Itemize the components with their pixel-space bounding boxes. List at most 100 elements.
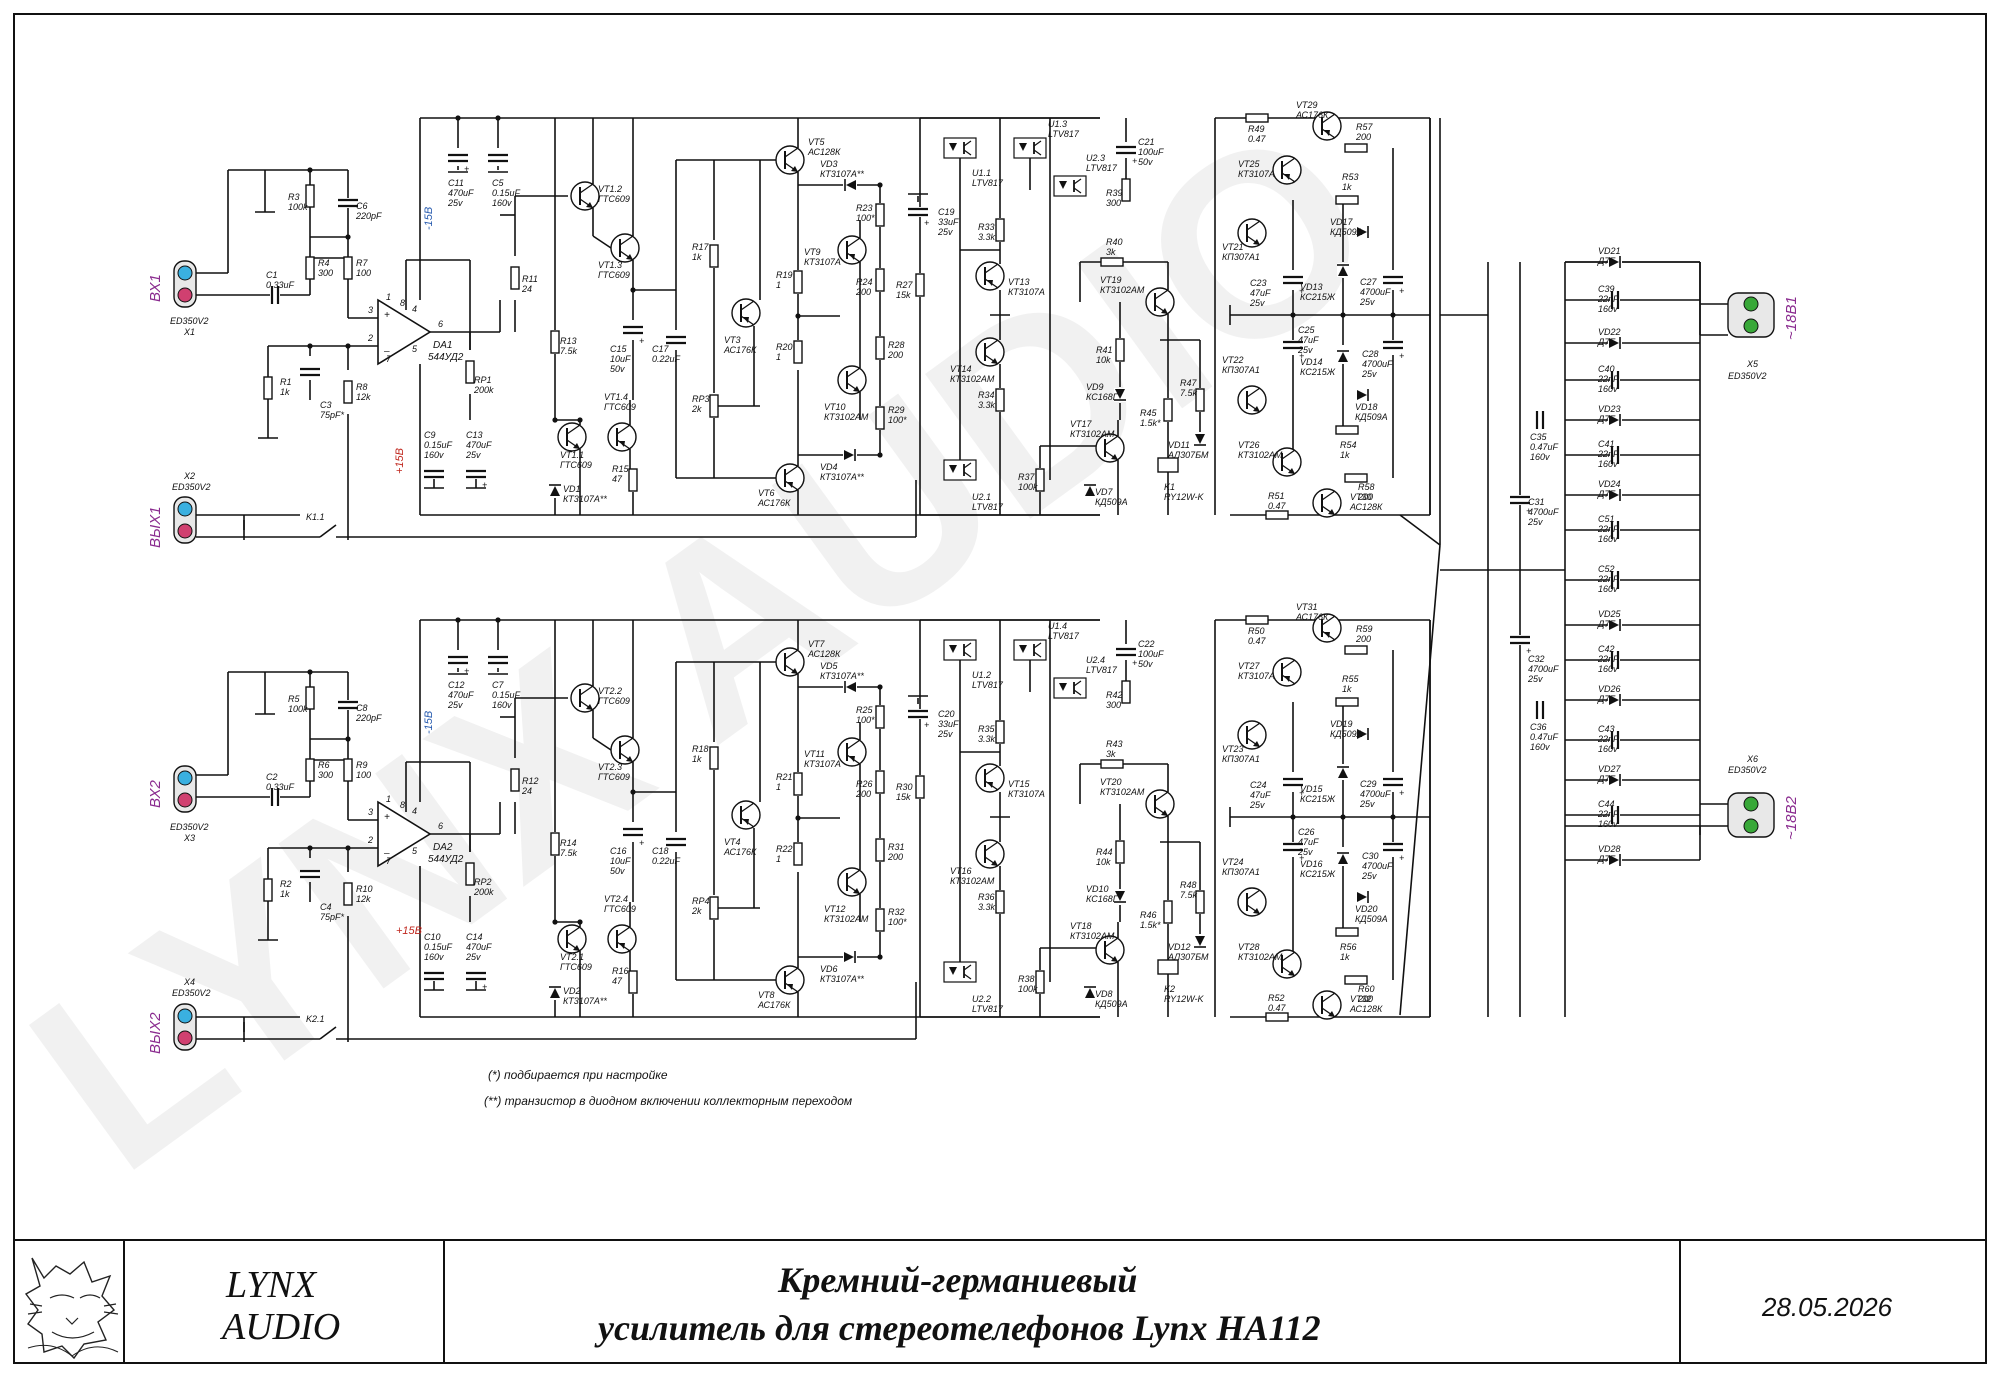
psu-vd21-symbol	[1608, 256, 1622, 268]
connector-x2-ref: X2	[183, 471, 195, 481]
svg-text:200: 200	[1357, 994, 1373, 1004]
svg-text:160v: 160v	[1530, 452, 1550, 462]
svg-text:C30: C30	[1362, 851, 1379, 861]
svg-text:200: 200	[1357, 492, 1373, 502]
ch1-r20-symbol	[793, 340, 803, 364]
ch1-u2-1-symbol	[943, 459, 977, 481]
svg-text:1: 1	[386, 292, 391, 302]
svg-text:U1.2: U1.2	[972, 670, 991, 680]
connector-x1[interactable]	[173, 260, 197, 308]
ch2-vt20-symbol	[1145, 789, 1175, 819]
svg-text:K2.1: K2.1	[306, 1014, 325, 1024]
svg-text:12k: 12k	[356, 894, 371, 904]
svg-text:R16: R16	[612, 966, 629, 976]
svg-text:22nF: 22nF	[1597, 654, 1619, 664]
svg-text:КТ3107А**: КТ3107А**	[563, 996, 607, 1006]
svg-text:VT29: VT29	[1296, 100, 1318, 110]
svg-text:25v: 25v	[1297, 345, 1313, 355]
ch1-r1-symbol	[263, 376, 273, 400]
svg-text:3k: 3k	[1106, 247, 1116, 257]
svg-text:КТ3107А**: КТ3107А**	[820, 169, 864, 179]
svg-text:C28: C28	[1362, 349, 1379, 359]
svg-text:КП307А1: КП307А1	[1222, 754, 1260, 764]
ch1-r28-symbol	[875, 336, 885, 360]
svg-text:VD17: VD17	[1330, 217, 1354, 227]
ch1-vt1-1-symbol	[557, 422, 587, 452]
ch2-r25-symbol	[875, 705, 885, 729]
ch2-vt24-symbol	[1237, 887, 1267, 917]
svg-text:4: 4	[412, 806, 417, 816]
svg-text:VT15: VT15	[1008, 779, 1031, 789]
ch2-rp2-symbol	[465, 862, 475, 886]
svg-text:22nF: 22nF	[1597, 809, 1619, 819]
ch2-r16-symbol	[628, 970, 638, 994]
svg-text:0.47: 0.47	[1268, 1003, 1287, 1013]
connector-x5[interactable]	[1727, 292, 1775, 338]
ch1-vt29-symbol	[1312, 111, 1342, 141]
ch2-r35-symbol	[995, 720, 1005, 744]
connector-x6-type: ED350V2	[1728, 765, 1767, 775]
svg-text:7: 7	[386, 856, 392, 866]
ch2-vd19-symbol	[1356, 728, 1370, 740]
connector-x2[interactable]	[173, 496, 197, 544]
svg-text:C27: C27	[1360, 277, 1378, 287]
svg-text:R12: R12	[522, 776, 539, 786]
connector-x4[interactable]	[173, 1003, 197, 1051]
port-in1-label: ВХ1	[147, 274, 164, 302]
ch2-c22-symbol: +	[1116, 647, 1137, 668]
psu-c39-symbol	[1610, 290, 1620, 310]
svg-text:VT12: VT12	[824, 904, 846, 914]
svg-text:C23: C23	[1250, 278, 1267, 288]
svg-text:VD9: VD9	[1086, 382, 1104, 392]
ch1-vt6-symbol	[775, 463, 805, 493]
svg-text:АС176К: АС176К	[1295, 612, 1329, 622]
svg-text:R8: R8	[356, 382, 368, 392]
svg-text:+: +	[482, 982, 487, 992]
svg-text:K1: K1	[1164, 482, 1175, 492]
svg-text:R30: R30	[896, 782, 913, 792]
svg-text:+: +	[639, 336, 644, 346]
svg-text:ГТС609: ГТС609	[598, 270, 630, 280]
svg-text:C5: C5	[492, 178, 504, 188]
svg-text:7.5k: 7.5k	[1180, 890, 1198, 900]
opamp-da2-pins: 1 8 4 6 3 2 7 5	[367, 794, 443, 866]
svg-text:7.5k: 7.5k	[1180, 388, 1198, 398]
ch1-vt1-4-symbol	[607, 422, 637, 452]
svg-text:VT10: VT10	[824, 402, 846, 412]
svg-text:R43: R43	[1106, 739, 1123, 749]
supply-neg-label-ch2: -15В	[423, 711, 435, 734]
ch1-c6-symbol	[338, 198, 358, 208]
svg-text:25v: 25v	[1297, 847, 1313, 857]
connector-x3[interactable]	[173, 765, 197, 813]
connector-x5-type: ED350V2	[1728, 371, 1767, 381]
svg-text:C7: C7	[492, 680, 504, 690]
svg-text:VT13: VT13	[1008, 277, 1030, 287]
connector-x6[interactable]	[1727, 792, 1775, 838]
svg-text:7.5k: 7.5k	[560, 848, 578, 858]
svg-text:КТ3102АМ: КТ3102АМ	[1238, 450, 1283, 460]
svg-text:ГТС609: ГТС609	[598, 194, 630, 204]
ch2-vt2-1-symbol	[557, 924, 587, 954]
svg-text:C42: C42	[1598, 644, 1615, 654]
svg-text:+: +	[1399, 351, 1404, 361]
ch2-vt31-symbol	[1312, 613, 1342, 643]
